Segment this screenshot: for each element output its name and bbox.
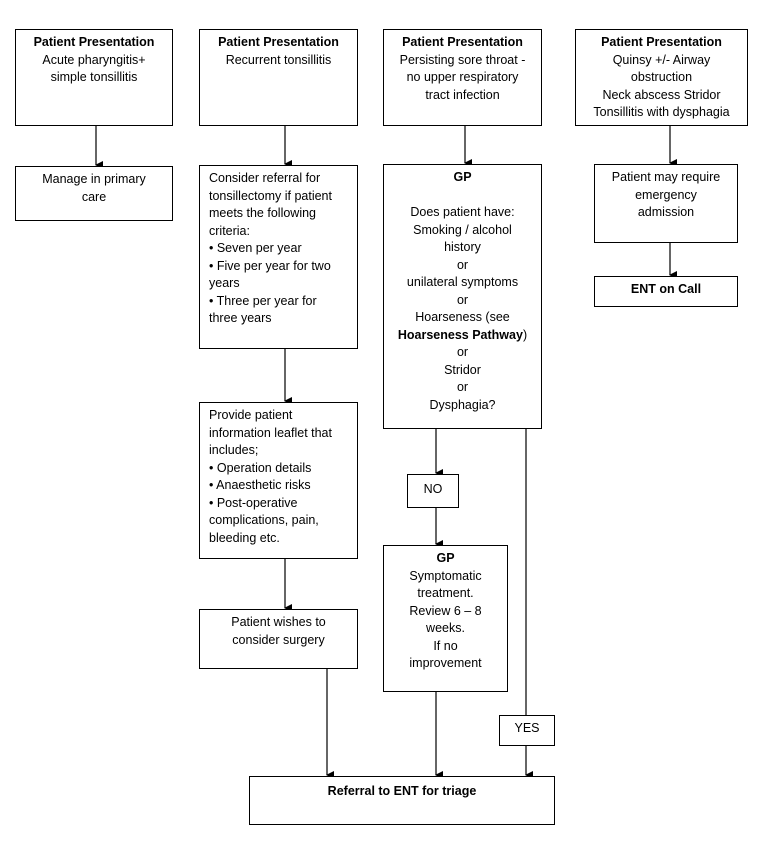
box-text: meets the following xyxy=(209,206,317,220)
box-text: • Operation details xyxy=(209,460,312,475)
box-text: no upper respiratory xyxy=(406,70,519,84)
box-text: tonsillectomy if patient xyxy=(209,188,332,203)
box-text: Does patient have: xyxy=(410,205,515,219)
box-text: bleeding etc. xyxy=(209,530,280,545)
wishes-surgery-box: Patient wishes to consider surgery xyxy=(199,609,358,669)
box-title: Patient Presentation xyxy=(218,35,339,49)
box-text: history xyxy=(444,240,481,254)
box-text: or xyxy=(456,345,469,359)
box-text: criteria: xyxy=(209,223,250,238)
box-text: • Seven per year xyxy=(209,241,302,255)
box-text: unilateral symptoms xyxy=(406,275,519,289)
consider-referral-box: Consider referral for tonsillectomy if p… xyxy=(199,165,358,349)
box-text: years xyxy=(209,276,240,290)
referral-ent-box: Referral to ENT for triage xyxy=(249,776,555,825)
box-text: Manage in primary xyxy=(42,172,146,186)
box-text: weeks. xyxy=(426,621,465,635)
box-text: or xyxy=(456,292,469,307)
box-text: three years xyxy=(209,311,272,325)
box-title: Referral to ENT for triage xyxy=(327,784,477,798)
presentation-box-quinsy: Patient Presentation Quinsy +/- Airway o… xyxy=(575,29,748,126)
box-text: Hoarseness (see xyxy=(415,310,510,324)
box-text: or xyxy=(456,380,469,394)
box-text: emergency xyxy=(635,187,697,202)
box-text: simple tonsillitis xyxy=(50,70,138,84)
box-text: Neck abscess Stridor xyxy=(602,87,721,102)
box-title: Patient Presentation xyxy=(402,35,523,49)
box-text: Dysphagia? xyxy=(429,397,496,412)
box-text: Symptomatic xyxy=(409,568,482,583)
manage-primary-care-box: Manage in primary care xyxy=(15,166,173,221)
box-text: • Anaesthetic risks xyxy=(209,478,311,492)
box-title: Patient Presentation xyxy=(33,35,155,49)
box-text: Recurrent tonsillitis xyxy=(225,52,332,67)
box-text: treatment. xyxy=(417,586,474,600)
gp-symptomatic-box: GP Symptomatic treatment. Review 6 – 8 w… xyxy=(383,545,508,692)
box-text: information leaflet that xyxy=(209,425,332,440)
box-text: admission xyxy=(637,205,695,219)
box-text: Tonsillitis with dysphagia xyxy=(593,105,730,119)
box-text: • Three per year for xyxy=(209,293,317,308)
box-text: Provide patient xyxy=(209,408,293,422)
box-text: Quinsy +/- Airway xyxy=(612,52,711,67)
presentation-box-recurrent: Patient Presentation Recurrent tonsillit… xyxy=(199,29,358,126)
no-label: NO xyxy=(423,482,443,496)
yes-label: YES xyxy=(514,721,540,735)
hoarseness-pathway-link[interactable]: Hoarseness Pathway xyxy=(397,327,523,342)
information-leaflet-box: Provide patient information leaflet that… xyxy=(199,402,358,559)
box-text: Consider referral for xyxy=(209,171,321,185)
box-text: Patient wishes to xyxy=(231,615,326,629)
presentation-box-acute: Patient Presentation Acute pharyngitis+ … xyxy=(15,29,173,126)
box-text: complications, pain, xyxy=(209,513,319,527)
presentation-box-sore-throat: Patient Presentation Persisting sore thr… xyxy=(383,29,542,126)
box-title: ENT on Call xyxy=(630,282,702,296)
box-text: • Post-operative xyxy=(209,495,298,510)
box-title: GP xyxy=(453,170,472,184)
box-text: improvement xyxy=(409,656,482,670)
box-text: obstruction xyxy=(630,70,693,84)
box-text: If no xyxy=(433,638,458,653)
box-text: Acute pharyngitis+ xyxy=(42,52,146,67)
gp-assessment-box: GP Does patient have: Smoking / alcohol … xyxy=(383,164,542,429)
box-text: tract infection xyxy=(425,87,500,102)
box-text: care xyxy=(81,189,107,204)
box-text: or xyxy=(456,257,469,272)
box-text: includes; xyxy=(209,443,259,457)
box-text: Stridor xyxy=(444,362,481,377)
yes-label-box: YES xyxy=(499,715,555,746)
box-title: GP xyxy=(436,551,455,565)
box-text: Persisting sore throat - xyxy=(399,52,526,67)
ent-on-call-box: ENT on Call xyxy=(594,276,738,307)
box-text: ) xyxy=(522,327,528,342)
box-text: Review 6 – 8 xyxy=(409,603,482,618)
emergency-admission-box: Patient may require emergency admission xyxy=(594,164,738,243)
no-label-box: NO xyxy=(407,474,459,508)
box-title: Patient Presentation xyxy=(601,35,722,49)
box-text: Smoking / alcohol xyxy=(413,222,512,237)
box-text: consider surgery xyxy=(232,632,325,647)
box-text: Patient may require xyxy=(611,170,721,184)
box-text: • Five per year for two xyxy=(209,258,331,273)
